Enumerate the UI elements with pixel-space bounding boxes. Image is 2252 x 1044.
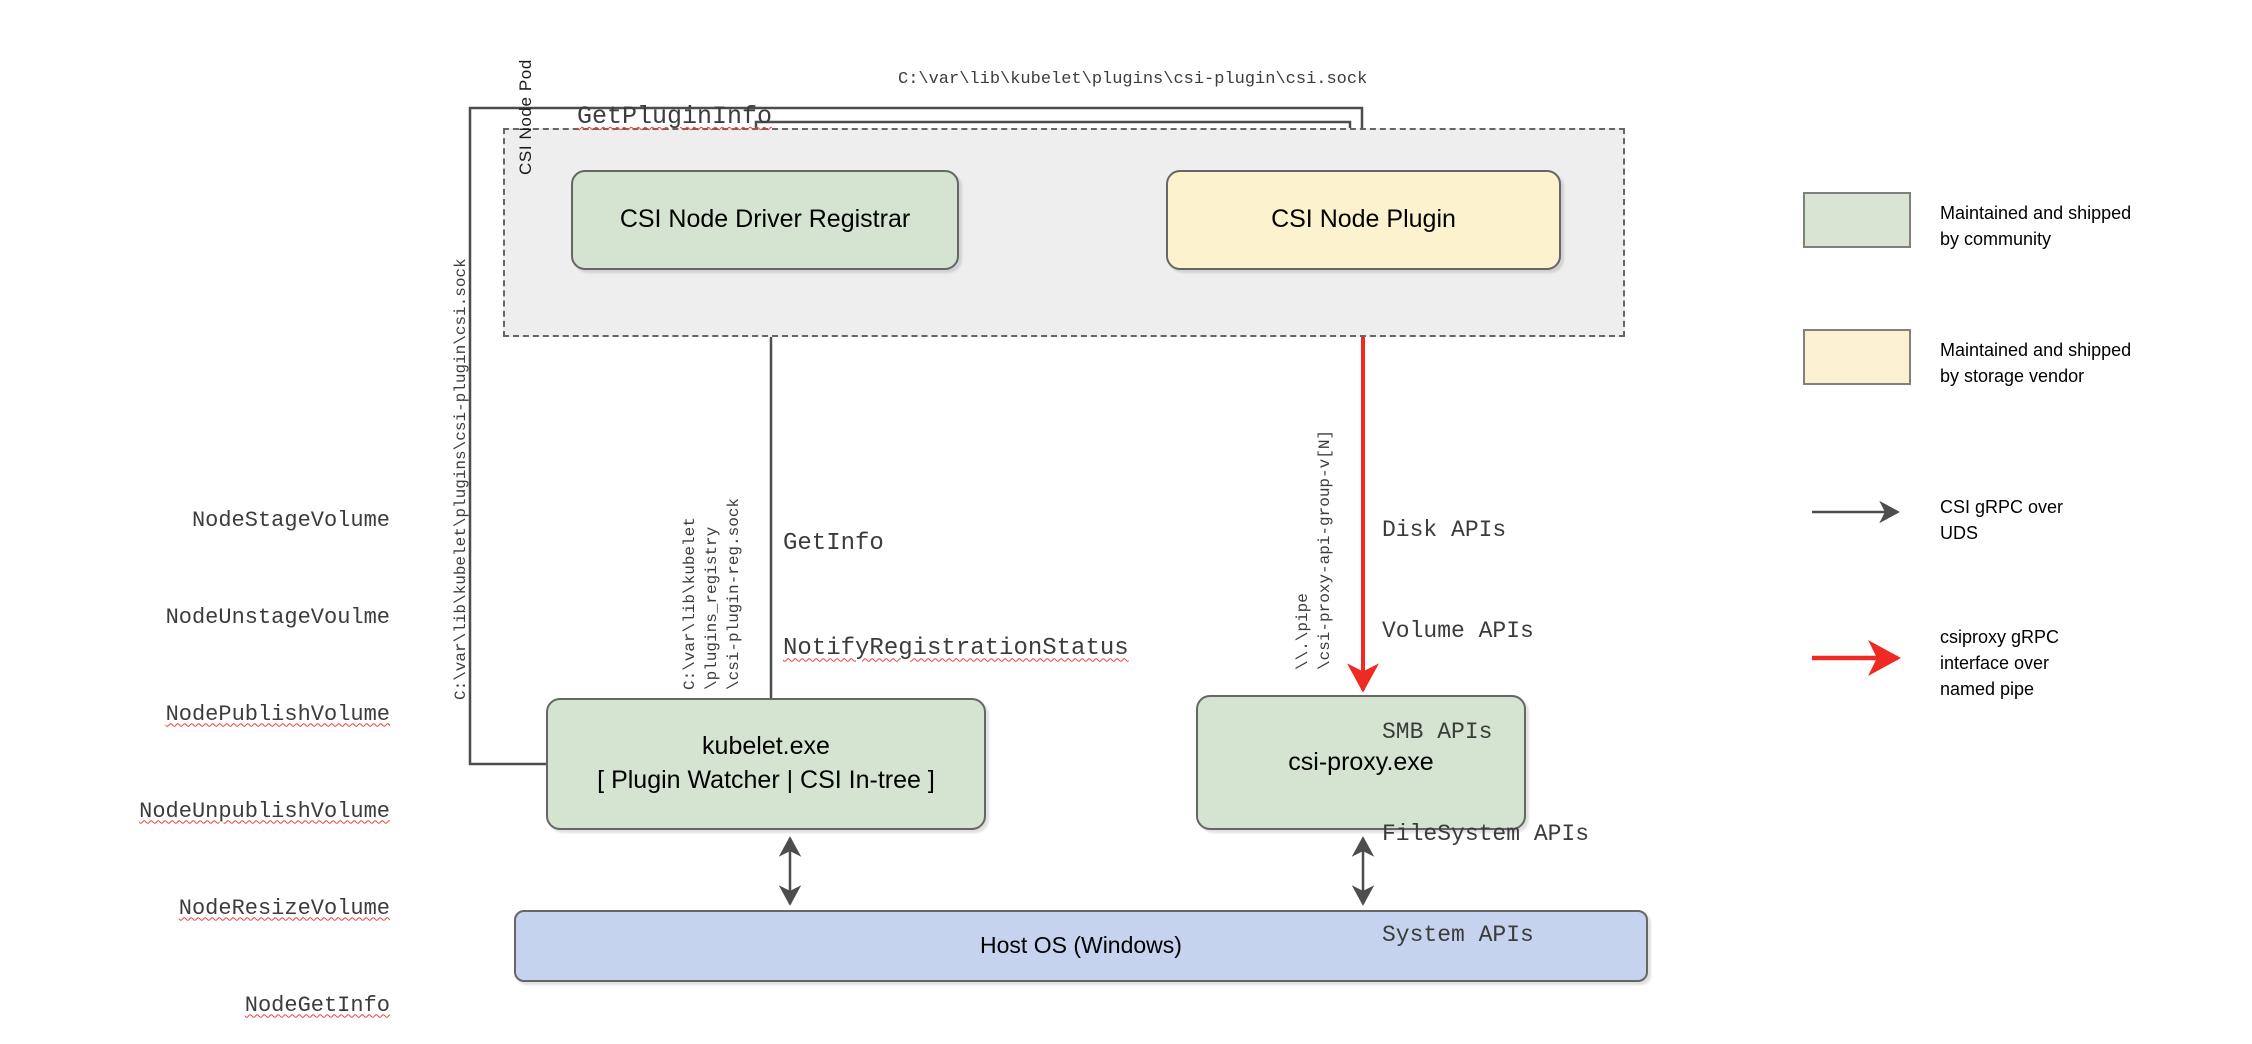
node-label: csi-proxy.exe	[1288, 747, 1434, 776]
legend-label-community: Maintained and shipped by community	[1940, 203, 2132, 250]
list-item: NodeUnpublishVolume	[139, 798, 390, 824]
label-vertical-registry-path-3: \csi-plugin-reg.sock	[725, 497, 743, 690]
node-csi-proxy-exe[interactable]: csi-proxy.exe	[1196, 695, 1526, 830]
node-label: Host OS (Windows)	[980, 932, 1182, 959]
label-get-info: GetInfo	[783, 529, 884, 557]
node-label-line2: [ Plugin Watcher | CSI In-tree ]	[597, 766, 935, 794]
list-item: NodePublishVolume	[165, 701, 390, 727]
list-item: SMB APIs	[1382, 719, 1493, 746]
label-get-plugin-info-text: GetPluginInfo	[577, 101, 773, 131]
legend-label-uds: CSI gRPC over UDS	[1940, 497, 2064, 544]
list-item: NodeGetInfo	[244, 992, 390, 1018]
list-proxy-apis: Disk APIs Volume APIs SMB APIs FileSyste…	[1382, 446, 1589, 1021]
legend-label-named-pipe: csiproxy gRPC interface over named pipe	[1940, 627, 2060, 700]
node-csi-node-plugin[interactable]: CSI Node Plugin	[1166, 170, 1561, 270]
legend-swatch-community	[1803, 192, 1911, 248]
node-kubelet-exe[interactable]: kubelet.exe [ Plugin Watcher | CSI In-tr…	[546, 698, 986, 830]
node-label: CSI Node Driver Registrar	[619, 205, 911, 234]
list-item: Disk APIs	[1382, 516, 1507, 543]
label-get-plugin-info: GetPluginInfo	[517, 62, 772, 172]
list-item: FileSystem APIs	[1382, 820, 1590, 847]
legend-swatch-vendor	[1803, 329, 1911, 385]
legend-label-vendor: Maintained and shipped by storage vendor	[1940, 340, 2132, 387]
list-item: System APIs	[1382, 922, 1534, 949]
node-label-line1: kubelet.exe	[702, 732, 830, 761]
list-item: Volume APIs	[1382, 617, 1534, 644]
label-vertical-named-pipe-1: \\.\pipe	[1294, 593, 1312, 670]
node-host-os[interactable]: Host OS (Windows)	[514, 910, 1648, 982]
list-item: NodeUnstageVoulme	[165, 604, 390, 630]
label-notify-registration-status: NotifyRegistrationStatus	[783, 635, 1129, 663]
label-vertical-registry-path-1: C:\var\lib\kubelet	[681, 517, 699, 690]
label-vertical-registry-path-2: \plugins_registry	[703, 526, 721, 690]
label-csi-socket-path: C:\var\lib\kubelet\plugins\csi-plugin\cs…	[898, 70, 1368, 89]
label-registration-calls: GetInfo NotifyRegistrationStatus	[783, 455, 1129, 737]
list-item: NodeStageVolume	[191, 507, 390, 533]
list-node-apis: NodeStageVolume NodeUnstageVoulme NodePu…	[100, 440, 390, 1044]
node-label: CSI Node Plugin	[1271, 205, 1456, 234]
label-vertical-csi-socket-path: C:\var\lib\kubelet\plugins\csi-plugin\cs…	[452, 258, 470, 700]
node-csi-node-driver-registrar[interactable]: CSI Node Driver Registrar	[571, 170, 959, 270]
label-vertical-named-pipe-2: \csi-proxy-api-group-v[N]	[1316, 429, 1334, 670]
list-item: NodeResizeVolume	[178, 895, 390, 921]
